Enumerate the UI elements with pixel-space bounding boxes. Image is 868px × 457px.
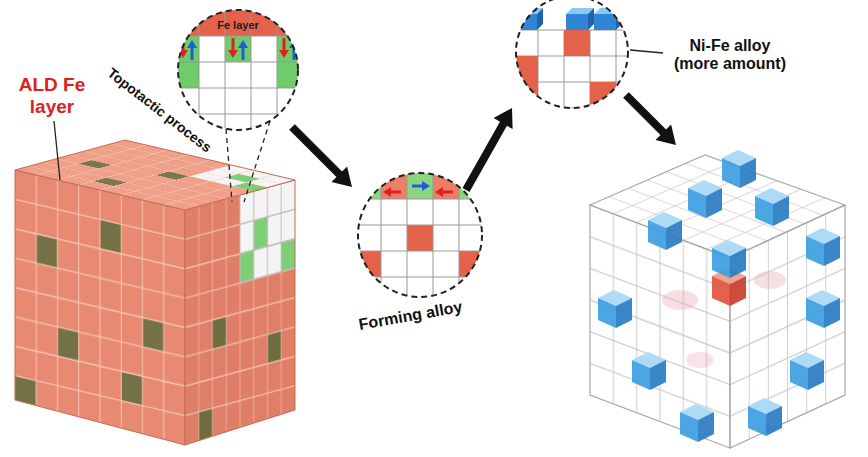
fe-coated-cube	[15, 140, 295, 445]
zoom-line	[244, 121, 270, 202]
layer-label: Fe layer	[217, 19, 259, 32]
process-arrow	[466, 108, 513, 190]
process-label: Topotactic process	[105, 64, 215, 155]
process-arrow	[626, 95, 676, 145]
zoom-circle	[505, 0, 640, 112]
zoom-circle-border	[358, 173, 482, 297]
process-arrow	[292, 127, 352, 187]
layer-label: ALD Fe layer	[12, 74, 92, 118]
zoom-line	[226, 129, 232, 202]
alloy-label: Ni-Fe alloy (more amount)	[668, 37, 793, 74]
zoom-circle-border	[516, 0, 628, 108]
leader-line	[54, 121, 60, 180]
zoom-circle-border	[178, 10, 298, 130]
process-label: Forming alloy	[357, 298, 464, 334]
ni-fe-alloy-cube	[590, 150, 845, 448]
leader-line	[630, 50, 663, 53]
